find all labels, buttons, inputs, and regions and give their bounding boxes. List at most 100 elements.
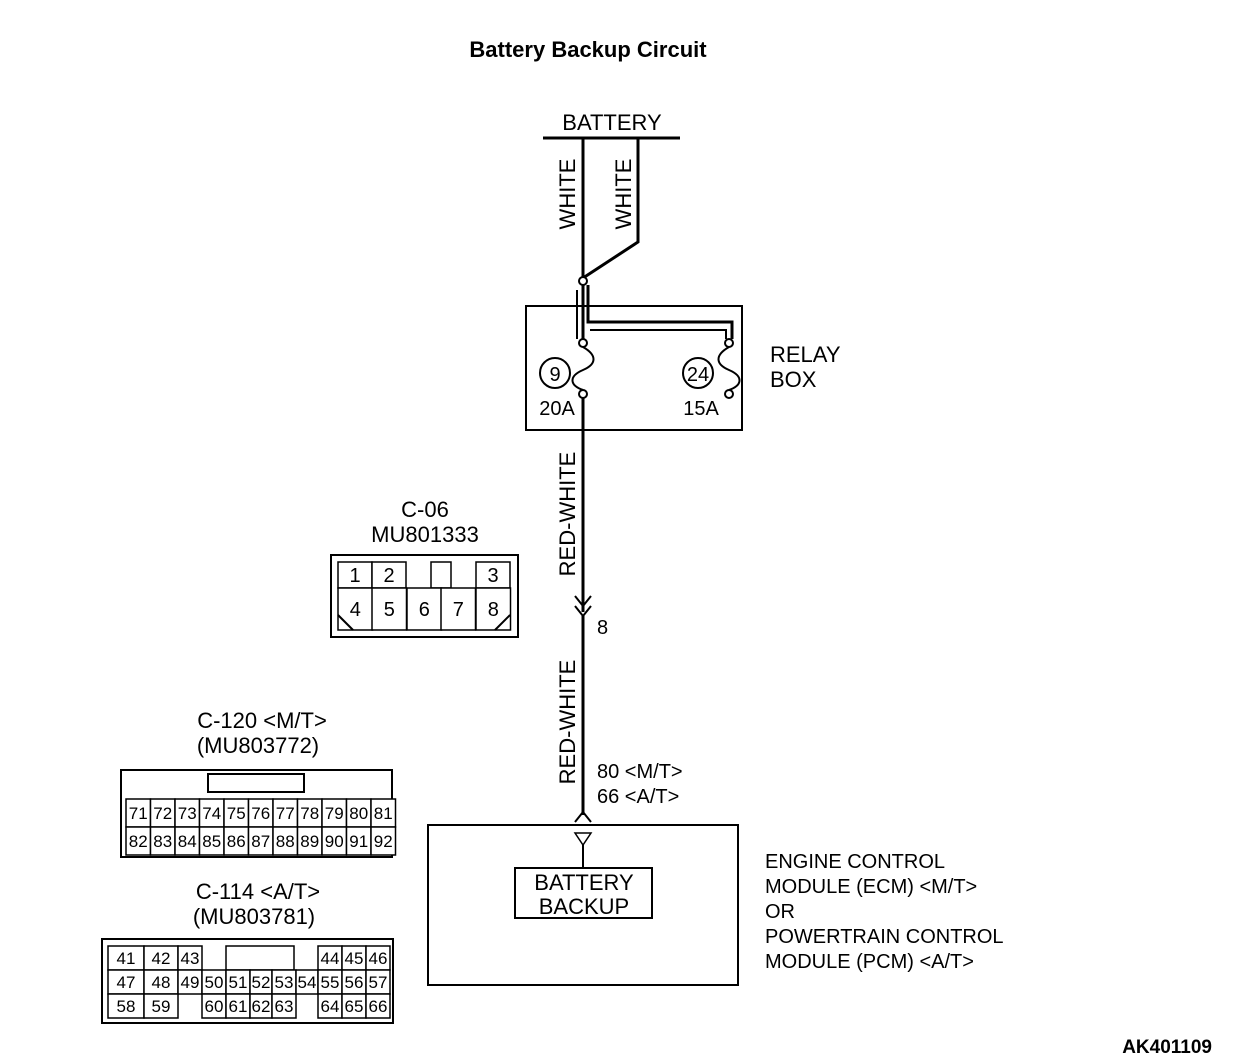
connector-pin-number: 4 bbox=[350, 599, 361, 621]
connector-pin-number: 88 bbox=[276, 832, 295, 851]
connector-cavity bbox=[272, 798, 299, 828]
connector-pin-number: 74 bbox=[202, 804, 221, 823]
connector-cavity bbox=[272, 826, 299, 856]
ecm-input-triangle bbox=[573, 832, 593, 847]
connector-c114-part: (MU803781) bbox=[193, 904, 315, 929]
connector-cavity bbox=[430, 561, 452, 589]
fuse-24-terminal-bottom bbox=[724, 389, 734, 399]
connector-pin-number: 54 bbox=[298, 973, 317, 992]
connector-pin-number: 51 bbox=[229, 973, 248, 992]
connector-pin-number: 52 bbox=[252, 973, 271, 992]
connector-pin-number: 46 bbox=[369, 949, 388, 968]
wire-color-white-left: WHITE bbox=[555, 159, 580, 230]
connector-pin-number: 62 bbox=[252, 997, 271, 1016]
connector-cavity bbox=[365, 993, 391, 1019]
fuse-24-number-circle bbox=[682, 357, 714, 389]
relay-feed-right bbox=[586, 285, 734, 339]
battery-backup-label-line1: BATTERY bbox=[534, 870, 634, 895]
connector-pin-number: 65 bbox=[345, 997, 364, 1016]
relay-box bbox=[525, 305, 743, 431]
connector-pin-number: 44 bbox=[321, 949, 340, 968]
connector-pin-number: 42 bbox=[152, 949, 171, 968]
connector-pin-number: 89 bbox=[300, 832, 319, 851]
connector-cavity bbox=[201, 993, 227, 1019]
connector-pin-8: 8 bbox=[597, 617, 608, 639]
connector-c114-lock bbox=[225, 945, 295, 971]
fuse-9-rating: 20A bbox=[539, 398, 575, 420]
connector-c06-part: MU801333 bbox=[371, 522, 479, 547]
connector-c120-lock bbox=[207, 773, 305, 793]
connector-cavity bbox=[345, 798, 372, 828]
connector-pin-number: 63 bbox=[275, 997, 294, 1016]
battery-backup-label-line2: BACKUP bbox=[539, 894, 629, 919]
connector-pin-number: 79 bbox=[325, 804, 344, 823]
relay-box-label-line1: RELAY bbox=[770, 342, 841, 367]
wire-color-red-white-upper: RED-WHITE bbox=[555, 452, 580, 577]
wire-color-red-white-lower: RED-WHITE bbox=[555, 660, 580, 785]
connector-pin-number: 55 bbox=[321, 973, 340, 992]
connector-cavity bbox=[406, 587, 443, 631]
module-label-line3: OR bbox=[765, 901, 795, 923]
connector-pin-number: 78 bbox=[300, 804, 319, 823]
connector-c120-name: C-120 <M/T> bbox=[197, 708, 327, 733]
connector-pin-number: 86 bbox=[227, 832, 246, 851]
connector-c114-housing bbox=[101, 938, 394, 1024]
fuse-9-terminal-bottom bbox=[578, 389, 588, 399]
connector-cavity bbox=[337, 587, 374, 631]
connector-cavity bbox=[440, 587, 477, 631]
connector-c06-chamfer-right bbox=[494, 614, 511, 631]
connector-pin-number: 61 bbox=[229, 997, 248, 1016]
fuse-9-element bbox=[571, 346, 595, 391]
connector-pin-number: 60 bbox=[205, 997, 224, 1016]
ecm-pin-label-mt: 80 <M/T> bbox=[597, 761, 683, 783]
connector-pin-number: 80 bbox=[349, 804, 368, 823]
fuse-9-terminal-top bbox=[578, 338, 588, 348]
fuse-24-terminal-top bbox=[724, 338, 734, 348]
splice-point bbox=[578, 276, 588, 286]
connector-cavity bbox=[371, 587, 408, 631]
connector-pin-number: 92 bbox=[374, 832, 393, 851]
connector-pin-number: 84 bbox=[178, 832, 197, 851]
module-label-line2: MODULE (ECM) <M/T> bbox=[765, 876, 977, 898]
connector-cavity bbox=[365, 945, 391, 971]
connector-pin-number: 91 bbox=[349, 832, 368, 851]
connector-c06-name: C-06 bbox=[401, 497, 449, 522]
connector-cavity bbox=[225, 969, 251, 995]
connector-cavity bbox=[177, 945, 203, 971]
connector-pin-number: 2 bbox=[383, 565, 394, 587]
connector-cavity bbox=[271, 993, 297, 1019]
fuse-24-element bbox=[717, 346, 741, 391]
connector-cavity bbox=[223, 826, 250, 856]
figure-code: AK401109 bbox=[1122, 1037, 1212, 1058]
connector-pin-number: 49 bbox=[181, 973, 200, 992]
connector-cavity bbox=[225, 993, 251, 1019]
connector-cavity bbox=[321, 826, 348, 856]
connector-c06-chamfer-left bbox=[337, 614, 354, 631]
fuse-9-number: 9 bbox=[549, 364, 560, 386]
connector-pin-number: 66 bbox=[369, 997, 388, 1016]
connector-pin-number: 87 bbox=[251, 832, 270, 851]
connector-cavity bbox=[475, 587, 512, 631]
connector-pin-number: 85 bbox=[202, 832, 221, 851]
connector-pin-number: 48 bbox=[152, 973, 171, 992]
connector-pin-number: 59 bbox=[152, 997, 171, 1016]
connector-pin-number: 73 bbox=[178, 804, 197, 823]
connector-pin-number: 76 bbox=[251, 804, 270, 823]
ecm-pin-label-at: 66 <A/T> bbox=[597, 786, 679, 808]
connector-pin-number: 8 bbox=[488, 599, 499, 621]
connector-cavity bbox=[143, 993, 179, 1019]
connector-pin-number: 90 bbox=[325, 832, 344, 851]
connector-pin-number: 64 bbox=[321, 997, 340, 1016]
connector-pin-number: 41 bbox=[117, 949, 136, 968]
connector-c120-part: (MU803772) bbox=[197, 733, 319, 758]
connector-pin-number: 3 bbox=[487, 565, 498, 587]
connector-pin-number: 5 bbox=[384, 599, 395, 621]
connector-c114-name: C-114 <A/T> bbox=[196, 879, 320, 904]
connector-pin-number: 1 bbox=[349, 565, 360, 587]
diagram-title: Battery Backup Circuit bbox=[469, 37, 707, 62]
battery-backup-block bbox=[514, 867, 653, 919]
connector-pin-number: 56 bbox=[345, 973, 364, 992]
